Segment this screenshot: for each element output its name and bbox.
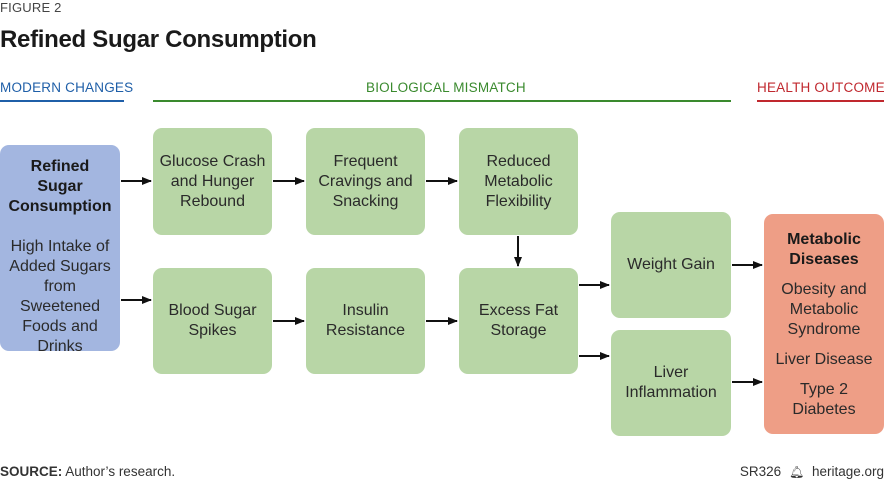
node-glucose-crash: Glucose Crash and Hunger Rebound bbox=[153, 128, 272, 235]
node-outcome-item: Obesity and Metabolic Syndrome bbox=[781, 281, 867, 338]
site-link[interactable]: heritage.org bbox=[811, 464, 884, 479]
section-label-outcomes: HEALTH OUTCOMES bbox=[757, 80, 884, 95]
section-label-mismatch: BIOLOGICAL MISMATCH bbox=[366, 80, 526, 95]
report-id: SR326 bbox=[739, 464, 782, 479]
node-weight-gain: Weight Gain bbox=[611, 212, 731, 318]
page-title: Refined Sugar Consumption bbox=[0, 26, 317, 53]
report-credit: SR326 🔔︎ heritage.org bbox=[740, 464, 884, 479]
section-rule-modern bbox=[0, 100, 124, 102]
node-fat-storage: Excess Fat Storage bbox=[459, 268, 578, 374]
bell-icon: 🔔︎ bbox=[788, 465, 805, 479]
source-text: Author’s research. bbox=[65, 464, 176, 479]
section-rule-mismatch bbox=[153, 100, 731, 102]
node-metabolic-flexibility: Reduced Metabolic Flexibility bbox=[459, 128, 578, 235]
node-source-heading: Refined Sugar Consumption bbox=[8, 158, 112, 215]
node-outcome-item: Liver Disease bbox=[775, 351, 873, 368]
node-source-body: High Intake of Added Sugars from Sweeten… bbox=[9, 238, 111, 355]
source-key: SOURCE: bbox=[0, 464, 63, 479]
node-outcome-heading: Metabolic Diseases bbox=[787, 231, 861, 268]
node-outcome-item: Type 2 Diabetes bbox=[792, 381, 856, 418]
node-liver-inflammation: Liver Inflammation bbox=[611, 330, 731, 436]
node-insulin: Insulin Resistance bbox=[306, 268, 425, 374]
node-cravings: Frequent Cravings and Snacking bbox=[306, 128, 425, 235]
section-rule-outcomes bbox=[757, 100, 884, 102]
node-source: Refined Sugar Consumption High Intake of… bbox=[0, 145, 120, 355]
node-blood-sugar: Blood Sugar Spikes bbox=[153, 268, 272, 374]
node-outcome: Metabolic Diseases Obesity and Metabolic… bbox=[764, 214, 884, 434]
section-label-modern: MODERN CHANGES bbox=[0, 80, 134, 95]
source-note: SOURCE: Author’s research. bbox=[0, 464, 175, 479]
figure-label: FIGURE 2 bbox=[0, 0, 62, 15]
